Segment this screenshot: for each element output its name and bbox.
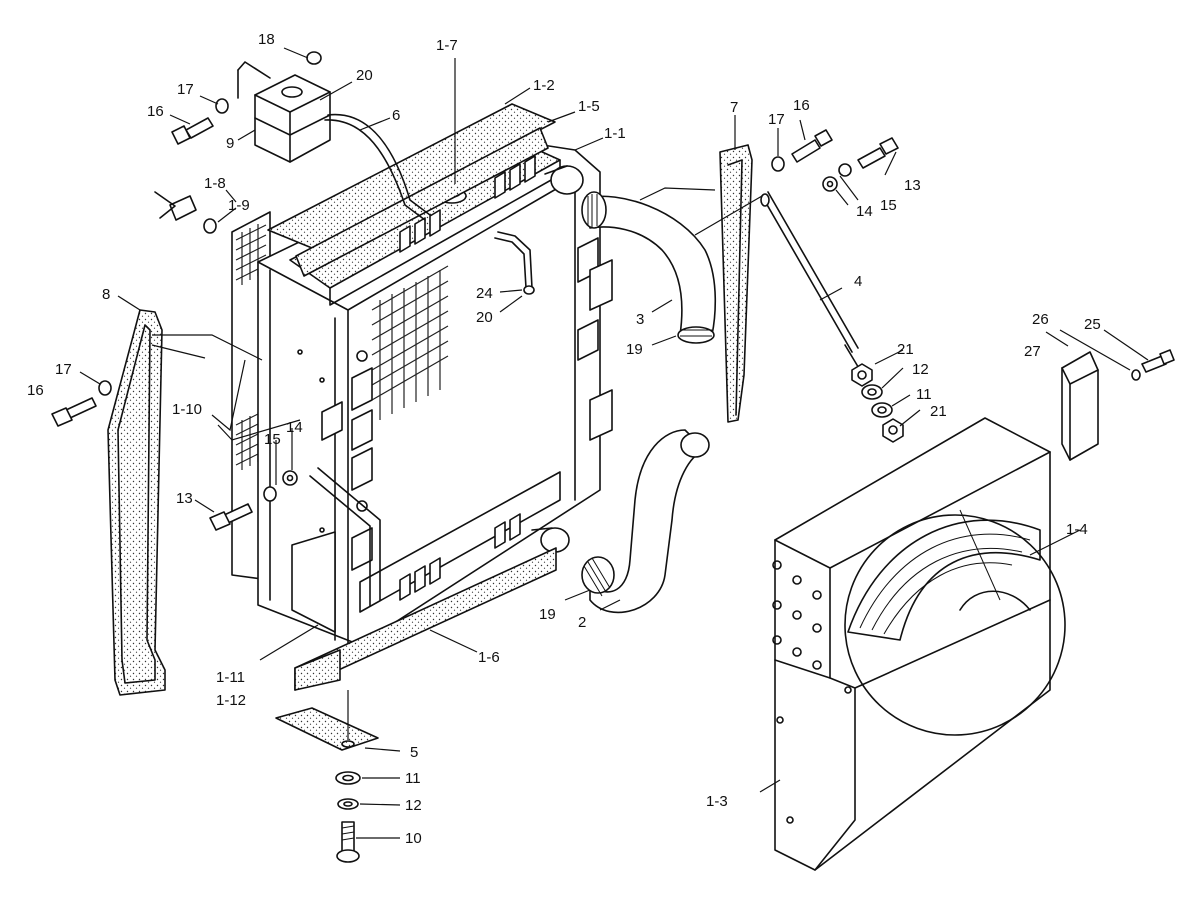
washer-14-left bbox=[282, 470, 298, 486]
radiator-core bbox=[257, 139, 613, 646]
label-27: 27 bbox=[1024, 343, 1041, 360]
label-21-upper: 21 bbox=[897, 341, 914, 358]
bottom-seal-strip bbox=[294, 547, 557, 691]
washer-15-left bbox=[263, 486, 277, 502]
washer-14-right bbox=[822, 176, 838, 192]
label-20-top: 20 bbox=[356, 67, 373, 84]
label-20-pipe: 20 bbox=[476, 309, 493, 326]
reserve-tank bbox=[237, 61, 431, 221]
label-26: 26 bbox=[1032, 311, 1049, 328]
label-1-9: 1-9 bbox=[228, 197, 250, 214]
label-15-left: 15 bbox=[264, 431, 281, 448]
lock-washer-12 bbox=[337, 798, 359, 810]
label-1-5: 1-5 bbox=[578, 98, 600, 115]
label-2: 2 bbox=[578, 614, 586, 631]
label-11-bottom: 11 bbox=[405, 770, 421, 787]
label-24: 24 bbox=[476, 285, 493, 302]
label-1-1: 1-1 bbox=[604, 125, 626, 142]
bolt-16-right bbox=[791, 129, 833, 163]
label-16-tank: 16 bbox=[147, 103, 164, 120]
label-1-11: 1-11 bbox=[216, 669, 245, 686]
label-3: 3 bbox=[636, 311, 644, 328]
upper-hose bbox=[581, 191, 717, 344]
label-1-3: 1-3 bbox=[706, 793, 728, 810]
lower-hose bbox=[581, 429, 710, 614]
label-15-right: 15 bbox=[880, 197, 897, 214]
label-21-lower: 21 bbox=[930, 403, 947, 420]
label-14-right: 14 bbox=[856, 203, 873, 220]
fan-shroud bbox=[772, 417, 1066, 871]
label-1-4: 1-4 bbox=[1066, 521, 1088, 538]
washer-17-tank bbox=[215, 98, 229, 114]
drain-cock bbox=[154, 191, 197, 221]
side-seal-left bbox=[107, 309, 166, 696]
label-17-tank: 17 bbox=[177, 81, 194, 98]
label-25: 25 bbox=[1084, 316, 1101, 333]
label-4: 4 bbox=[854, 273, 862, 290]
label-1-2: 1-2 bbox=[533, 77, 555, 94]
label-18: 18 bbox=[258, 31, 275, 48]
bolt-16-left bbox=[51, 397, 97, 427]
mounting-pad bbox=[275, 690, 379, 751]
washer-17-right bbox=[771, 156, 785, 172]
stay-rod bbox=[760, 191, 861, 371]
label-1-7: 1-7 bbox=[436, 37, 458, 54]
side-seal-right bbox=[719, 144, 753, 423]
label-16-left: 16 bbox=[27, 382, 44, 399]
label-10: 10 bbox=[405, 830, 422, 847]
label-11-rod: 11 bbox=[916, 386, 932, 403]
label-12-bottom: 12 bbox=[405, 797, 422, 814]
clip-18 bbox=[306, 51, 322, 65]
label-9: 9 bbox=[226, 135, 234, 152]
label-13-right: 13 bbox=[904, 177, 921, 194]
bolt-10 bbox=[336, 821, 360, 863]
label-19-lower: 19 bbox=[539, 606, 556, 623]
bolt-13-right bbox=[857, 137, 899, 169]
washer-15-right bbox=[838, 163, 852, 177]
label-1-8: 1-8 bbox=[204, 175, 226, 192]
pipe-24 bbox=[494, 231, 535, 295]
label-17-right: 17 bbox=[768, 111, 785, 128]
label-12-rod: 12 bbox=[912, 361, 929, 378]
nut-21-upper bbox=[851, 363, 873, 387]
label-19-upper: 19 bbox=[626, 341, 643, 358]
label-13-left: 13 bbox=[176, 490, 193, 507]
leader-lines bbox=[79, 47, 1149, 839]
washer-11 bbox=[335, 771, 361, 785]
label-17-left: 17 bbox=[55, 361, 72, 378]
bolt-16-tank bbox=[171, 117, 214, 145]
nut-21-lower bbox=[882, 418, 904, 443]
washer-12-rod bbox=[861, 384, 883, 400]
washer-11-rod bbox=[871, 402, 893, 418]
label-1-12: 1-12 bbox=[216, 692, 246, 709]
washer-26 bbox=[1131, 369, 1141, 381]
label-8: 8 bbox=[102, 286, 110, 303]
top-seal-strips bbox=[267, 103, 556, 277]
label-7: 7 bbox=[730, 99, 738, 116]
ecu-component bbox=[1061, 351, 1099, 461]
label-14-left: 14 bbox=[286, 419, 303, 436]
label-1-6: 1-6 bbox=[478, 649, 500, 666]
label-5: 5 bbox=[410, 744, 418, 761]
label-6: 6 bbox=[392, 107, 400, 124]
bolt-25 bbox=[1141, 349, 1175, 373]
label-16-right: 16 bbox=[793, 97, 810, 114]
label-1-10: 1-10 bbox=[172, 401, 202, 418]
washer-1-9 bbox=[203, 218, 217, 234]
callout-labels: 18 20 17 16 9 6 1-7 1-2 1-5 1-1 1-8 1-9 … bbox=[27, 31, 1101, 847]
bolt-13-left bbox=[209, 503, 253, 531]
washer-17-left bbox=[98, 380, 112, 396]
